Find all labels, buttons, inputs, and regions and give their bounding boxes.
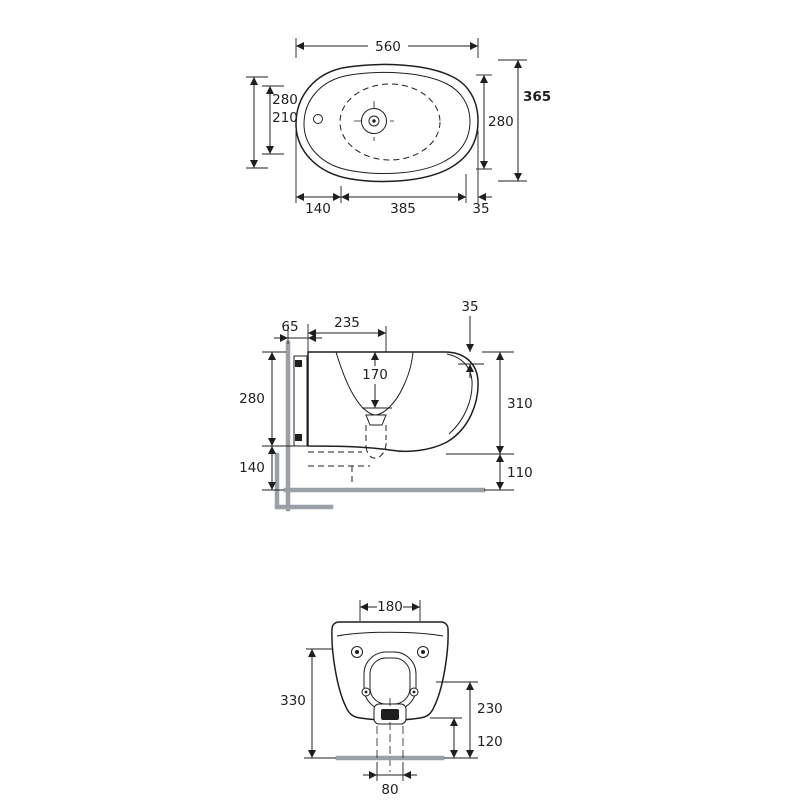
dim-body-height: 280 bbox=[239, 391, 265, 407]
top-view-dimensions: 560 365 280 280 210 bbox=[246, 38, 551, 217]
bidet-plan-inner-rim bbox=[303, 71, 471, 175]
dim-rim-offset: 35 bbox=[461, 299, 478, 315]
dim-total-height: 330 bbox=[280, 693, 306, 709]
dim-bowl-depth: 170 bbox=[362, 367, 388, 383]
dim-upper-right: 230 bbox=[477, 701, 503, 717]
dim-wall-gap: 65 bbox=[281, 319, 298, 335]
side-view: 65 235 35 170 280 140 bbox=[239, 299, 533, 512]
bowl-hidden-line bbox=[339, 83, 441, 161]
tap-hole-center-dot bbox=[372, 119, 376, 123]
dim-lower-right: 120 bbox=[477, 734, 503, 750]
wall-step-line bbox=[274, 452, 334, 510]
mounting-frame bbox=[293, 355, 308, 447]
dim-front-height: 310 bbox=[507, 396, 533, 412]
rear-view: 180 330 230 120 80 bbox=[280, 599, 503, 798]
rear-view-outline bbox=[331, 621, 449, 772]
front-rim-inner-line bbox=[446, 353, 473, 435]
side-view-outline bbox=[307, 351, 479, 486]
side-view-structure bbox=[274, 340, 486, 512]
drain-funnel bbox=[365, 414, 387, 426]
rear-view-dimensions: 180 330 230 120 80 bbox=[280, 599, 503, 798]
dim-bottom-center: 385 bbox=[390, 201, 416, 217]
dim-left-depth: 280 bbox=[272, 92, 298, 108]
dim-outlet-width: 80 bbox=[381, 782, 398, 798]
dim-left-inner: 210 bbox=[272, 110, 298, 126]
fixing-hole-left-dot bbox=[355, 650, 359, 654]
dim-right-depth: 280 bbox=[488, 114, 514, 130]
screw-right-dot bbox=[412, 690, 416, 694]
bidet-profile-outline bbox=[307, 351, 479, 453]
dim-overall-width: 560 bbox=[375, 39, 401, 55]
side-view-dimensions: 65 235 35 170 280 140 bbox=[239, 299, 533, 491]
rear-rim-inner-line bbox=[336, 631, 444, 637]
dim-outlet-height: 110 bbox=[507, 465, 533, 481]
fixing-bolt-top bbox=[295, 360, 302, 367]
trap-u-bend-hidden bbox=[365, 439, 387, 459]
dim-overall-depth: 365 bbox=[523, 89, 551, 105]
bidet-plan-outer-outline bbox=[295, 63, 479, 183]
bidet-rear-outline bbox=[331, 621, 449, 721]
fixing-bolt-bottom bbox=[295, 434, 302, 441]
dim-bottom-left: 140 bbox=[305, 201, 331, 217]
dim-bottom-right: 35 bbox=[472, 201, 489, 217]
dim-rim-to-tap: 235 bbox=[334, 315, 360, 331]
label-mask bbox=[361, 367, 389, 382]
overflow-hole bbox=[313, 114, 323, 124]
bowl-rear-inner bbox=[369, 657, 411, 705]
dim-under-clearance: 140 bbox=[239, 460, 265, 476]
screw-left-dot bbox=[364, 690, 368, 694]
top-view: 560 365 280 280 210 bbox=[246, 38, 551, 217]
dim-hole-centers: 180 bbox=[377, 599, 403, 615]
fixing-hole-right-dot bbox=[421, 650, 425, 654]
top-view-outline bbox=[295, 63, 479, 183]
